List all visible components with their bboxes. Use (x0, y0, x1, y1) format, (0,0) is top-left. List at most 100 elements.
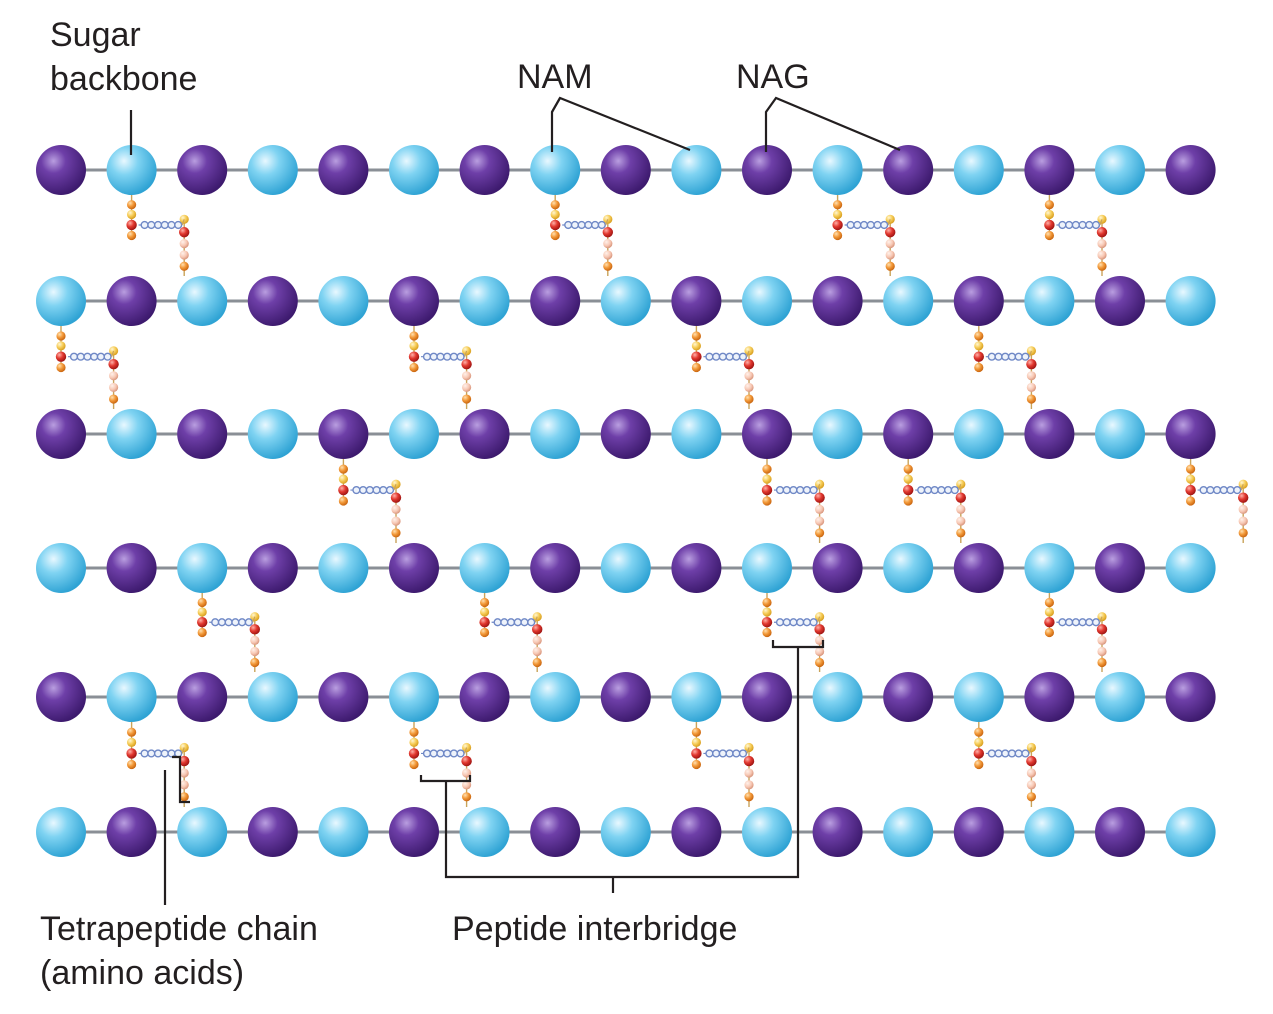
interbridge-bead (167, 220, 176, 230)
interbridge-bead (873, 220, 882, 230)
amino-acid-bead (1186, 474, 1196, 484)
tetrapeptide-chain (814, 612, 825, 672)
amino-acid-bead (532, 624, 543, 635)
amino-acid-bead (179, 239, 189, 249)
interbridge-bead (211, 618, 220, 627)
nam-sugar (883, 276, 934, 326)
nam-sugar (36, 807, 86, 857)
amino-acid-bead (391, 528, 401, 538)
amino-acid-bead (408, 351, 420, 362)
nag-sugar (600, 145, 651, 195)
nag-sugar (530, 543, 581, 593)
amino-acid-bead (250, 657, 260, 668)
interbridge-bead (153, 749, 163, 758)
nag-sugar (671, 276, 722, 326)
amino-acid-bead (603, 261, 613, 271)
amino-acid-bead (833, 230, 843, 241)
interbridge-bead (160, 749, 169, 758)
tetrapeptide-chain (814, 479, 825, 543)
amino-acid-bead (815, 528, 825, 538)
peptide-interbridge (138, 219, 185, 230)
peptide-interbridge (703, 350, 750, 361)
interbridge-bead (917, 485, 926, 495)
nag-sugar (883, 672, 934, 722)
amino-acid-bead (974, 759, 984, 770)
interbridge-bead (513, 618, 522, 627)
tetrapeptide-chain (126, 722, 137, 770)
amino-acid-bead (462, 780, 472, 790)
crosslink (197, 593, 260, 672)
nam-leader (550, 96, 691, 152)
tetrapeptide-bracket (172, 755, 190, 804)
nam-sugar (177, 807, 228, 857)
interbridge-bead (732, 749, 741, 758)
interbridge-bead (385, 485, 395, 495)
interbridge-leader (444, 647, 800, 879)
amino-acid-bead (762, 607, 772, 617)
interbridge-bead (570, 220, 580, 230)
nam-sugar (530, 409, 581, 459)
tetrapeptide-chain (126, 195, 137, 241)
interbridge-bead (352, 485, 361, 495)
amino-acid-bead (1044, 617, 1055, 628)
crosslink (973, 722, 1037, 807)
nag-sugar (459, 672, 510, 722)
amino-acid-bead (1238, 492, 1249, 503)
interbridge-bead (1233, 485, 1242, 495)
crosslink (338, 459, 402, 543)
nam-sugar (742, 543, 792, 593)
amino-acid-bead (691, 759, 702, 770)
nam-sugar (1095, 409, 1145, 459)
interbridge-bead (1007, 749, 1017, 758)
tetrapeptide-chain (1026, 346, 1037, 409)
amino-acid-bead (603, 214, 613, 224)
amino-acid-bead (956, 516, 966, 526)
tetrapeptide-chain (338, 459, 349, 506)
nam-sugar (247, 672, 298, 722)
interbridge-bead (590, 220, 600, 230)
interbridge-bead (167, 749, 176, 758)
nam-sugar (812, 672, 863, 722)
amino-acid-bead (127, 200, 137, 210)
amino-acid-bead (974, 737, 984, 748)
nam-sugar (459, 807, 510, 857)
interbridge-bead (725, 352, 734, 361)
amino-acid-bead (109, 382, 119, 393)
amino-acid-bead (973, 748, 984, 759)
amino-acid-bead (250, 646, 260, 657)
interbridge-bead (987, 749, 996, 758)
interbridge-bead (443, 352, 452, 361)
interbridge-bead (365, 485, 374, 495)
amino-acid-bead (409, 331, 419, 341)
amino-acid-bead (179, 755, 190, 767)
interbridge-bead (83, 352, 92, 361)
nag-sugar (1165, 672, 1216, 722)
nag-sugar (177, 145, 228, 195)
peptide-interbridge (138, 747, 185, 758)
amino-acid-bead (956, 528, 966, 538)
tetrapeptide-chain (249, 612, 260, 672)
sugar-backbone-lines (61, 168, 1191, 834)
nam-sugar (530, 672, 581, 722)
amino-acid-bead (903, 484, 914, 496)
interbridge-bead (1091, 618, 1101, 627)
amino-acid-bead (1044, 219, 1055, 231)
interbridge-bead (796, 485, 805, 495)
tetrapeptide-chain (743, 346, 755, 409)
interbridge-bead (705, 749, 714, 758)
amino-acid-bead (1026, 358, 1037, 370)
amino-acid-bead (1238, 516, 1248, 526)
interbridge-bead (1199, 485, 1208, 495)
interbridge-bead (1058, 220, 1067, 230)
interbridge-bead (950, 485, 959, 495)
nam-sugar (318, 276, 369, 326)
amino-acid-bead (956, 504, 966, 514)
amino-acid-bead (338, 474, 348, 484)
amino-acid-bead (56, 341, 66, 351)
amino-acid-bead (815, 657, 825, 668)
nam-sugar (389, 672, 439, 722)
amino-acid-bead (127, 737, 137, 748)
interbridge-bead (1001, 352, 1010, 361)
amino-acid-bead (462, 371, 472, 381)
